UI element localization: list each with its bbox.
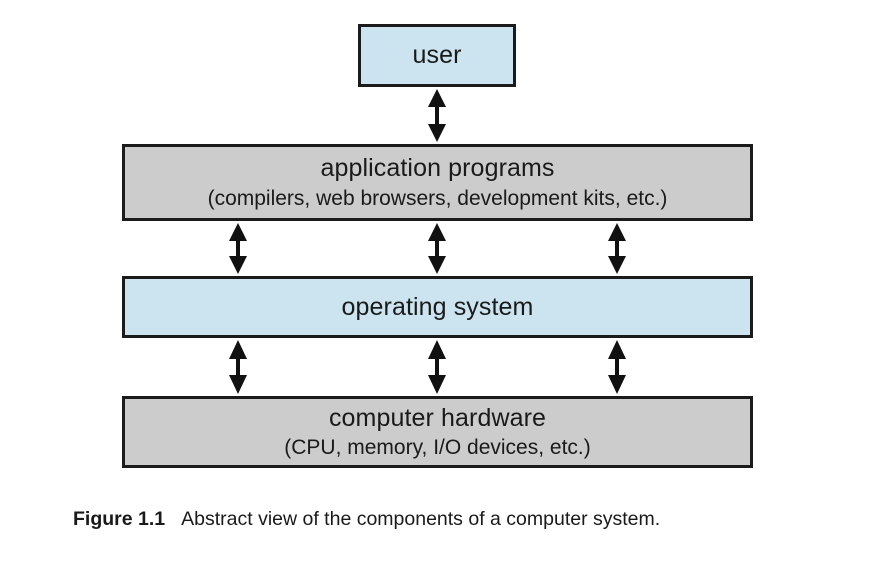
- block-computer-hardware-subtitle: (CPU, memory, I/O devices, etc.): [284, 436, 591, 460]
- block-application-programs-subtitle: (compilers, web browsers, development ki…: [207, 186, 668, 210]
- double-arrow-os-to-hardware-right: [604, 339, 630, 395]
- block-operating-system-title: operating system: [341, 292, 534, 321]
- block-application-programs: application programs (compilers, web bro…: [122, 144, 753, 221]
- double-arrow-apps-to-os-left: [225, 222, 251, 275]
- figure-caption-text: Abstract view of the components of a com…: [181, 508, 661, 530]
- block-computer-hardware: computer hardware (CPU, memory, I/O devi…: [122, 396, 753, 468]
- double-arrow-apps-to-os-center: [424, 222, 450, 275]
- double-arrow-os-to-hardware-center: [424, 339, 450, 395]
- double-arrow-apps-to-os-right: [604, 222, 630, 275]
- block-application-programs-title: application programs: [320, 154, 555, 183]
- block-operating-system: operating system: [122, 276, 753, 338]
- figure-number-label: Figure 1.1: [73, 508, 166, 530]
- block-user-title: user: [412, 41, 462, 70]
- double-arrow-os-to-hardware-left: [225, 339, 251, 395]
- block-user: user: [358, 24, 516, 87]
- block-computer-hardware-title: computer hardware: [328, 403, 547, 432]
- double-arrow-user-to-apps: [424, 88, 450, 143]
- figure-caption: Figure 1.1 Abstract view of the component…: [73, 508, 833, 531]
